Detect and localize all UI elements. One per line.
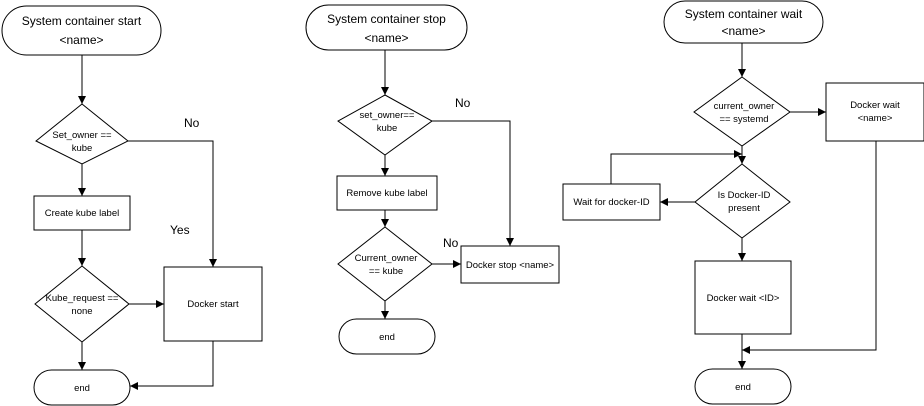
wait-terminal (663, 0, 824, 44)
wait-decision1-line2: == systemd (719, 114, 768, 125)
start-terminal (1, 5, 162, 56)
wait-flowchart: System container wait <name> current_own… (562, 0, 924, 405)
start-decision2-line2: none (71, 306, 92, 317)
start-docker-start-box (163, 266, 263, 342)
edge-wait-docker-wait-name-to-merge (742, 141, 877, 354)
start-flowchart: System container start <name> Set_owner … (1, 5, 263, 406)
wait-docker-wait-id-box (694, 260, 792, 335)
start-docker-start-text: Docker start (187, 299, 239, 310)
start-decision-set-owner (35, 103, 129, 165)
stop-no-label-2: No (443, 236, 459, 250)
wait-for-docker-id-box (562, 183, 661, 221)
start-end-terminal (33, 369, 131, 406)
stop-end-terminal (338, 318, 436, 355)
start-decision-kube-request (34, 265, 130, 343)
stop-no-label-1: No (455, 96, 471, 110)
wait-docker-wait-id-text: Docker wait <ID> (707, 293, 780, 304)
wait-decision-current-owner (693, 76, 791, 147)
edge-stop-decision1-no (432, 120, 514, 246)
stop-terminal (305, 4, 468, 51)
edge-wait-loop-back (610, 150, 742, 184)
wait-title-line1: System container wait (685, 7, 803, 21)
start-no-label: No (184, 116, 200, 130)
stop-decision-current-owner (337, 226, 433, 302)
start-title-line2: <name> (59, 33, 103, 47)
wait-docker-wait-name-line1: Docker wait (850, 100, 900, 111)
wait-decision-docker-id-present (694, 163, 791, 239)
start-create-label-text: Create kube label (45, 208, 119, 219)
stop-remove-label-text: Remove kube label (346, 188, 427, 199)
start-decision1-line2: kube (72, 143, 93, 154)
stop-decision2-line2: == kube (369, 266, 403, 277)
start-decision1-line1: Set_owner == (52, 130, 112, 141)
start-title-line1: System container start (22, 14, 142, 28)
stop-decision1-line1: set_owner== (360, 110, 415, 121)
stop-flowchart: System container stop <name> set_owner==… (305, 4, 560, 355)
stop-docker-stop-text: Docker stop <name> (466, 260, 555, 271)
wait-title-line2: <name> (721, 24, 765, 38)
start-yes-label: Yes (170, 223, 190, 237)
edge-docker-start-to-end (130, 341, 214, 390)
stop-remove-kube-label-box (336, 175, 438, 211)
wait-end-terminal (694, 368, 792, 405)
wait-decision2-line1: Is Docker-ID (718, 190, 771, 201)
start-create-kube-label-box (33, 195, 131, 231)
edge-decision1-no (128, 140, 217, 267)
stop-end-text: end (379, 332, 395, 343)
stop-decision-set-owner (337, 94, 433, 156)
stop-title-line2: <name> (364, 31, 408, 45)
start-decision2-line1: Kube_request == (46, 293, 119, 304)
wait-docker-wait-name-line2: <name> (858, 113, 893, 124)
stop-docker-stop-box (460, 245, 560, 284)
stop-decision2-line1: Current_owner (355, 253, 418, 264)
wait-decision1-line1: current_owner (714, 101, 775, 112)
stop-decision1-line2: kube (377, 123, 398, 134)
wait-end-text: end (735, 382, 751, 393)
stop-title-line1: System container stop (327, 12, 446, 26)
wait-decision2-line2: present (728, 203, 760, 214)
wait-docker-wait-name-box (825, 82, 924, 142)
wait-for-id-text: Wait for docker-ID (573, 197, 649, 208)
start-end-text: end (74, 383, 90, 394)
